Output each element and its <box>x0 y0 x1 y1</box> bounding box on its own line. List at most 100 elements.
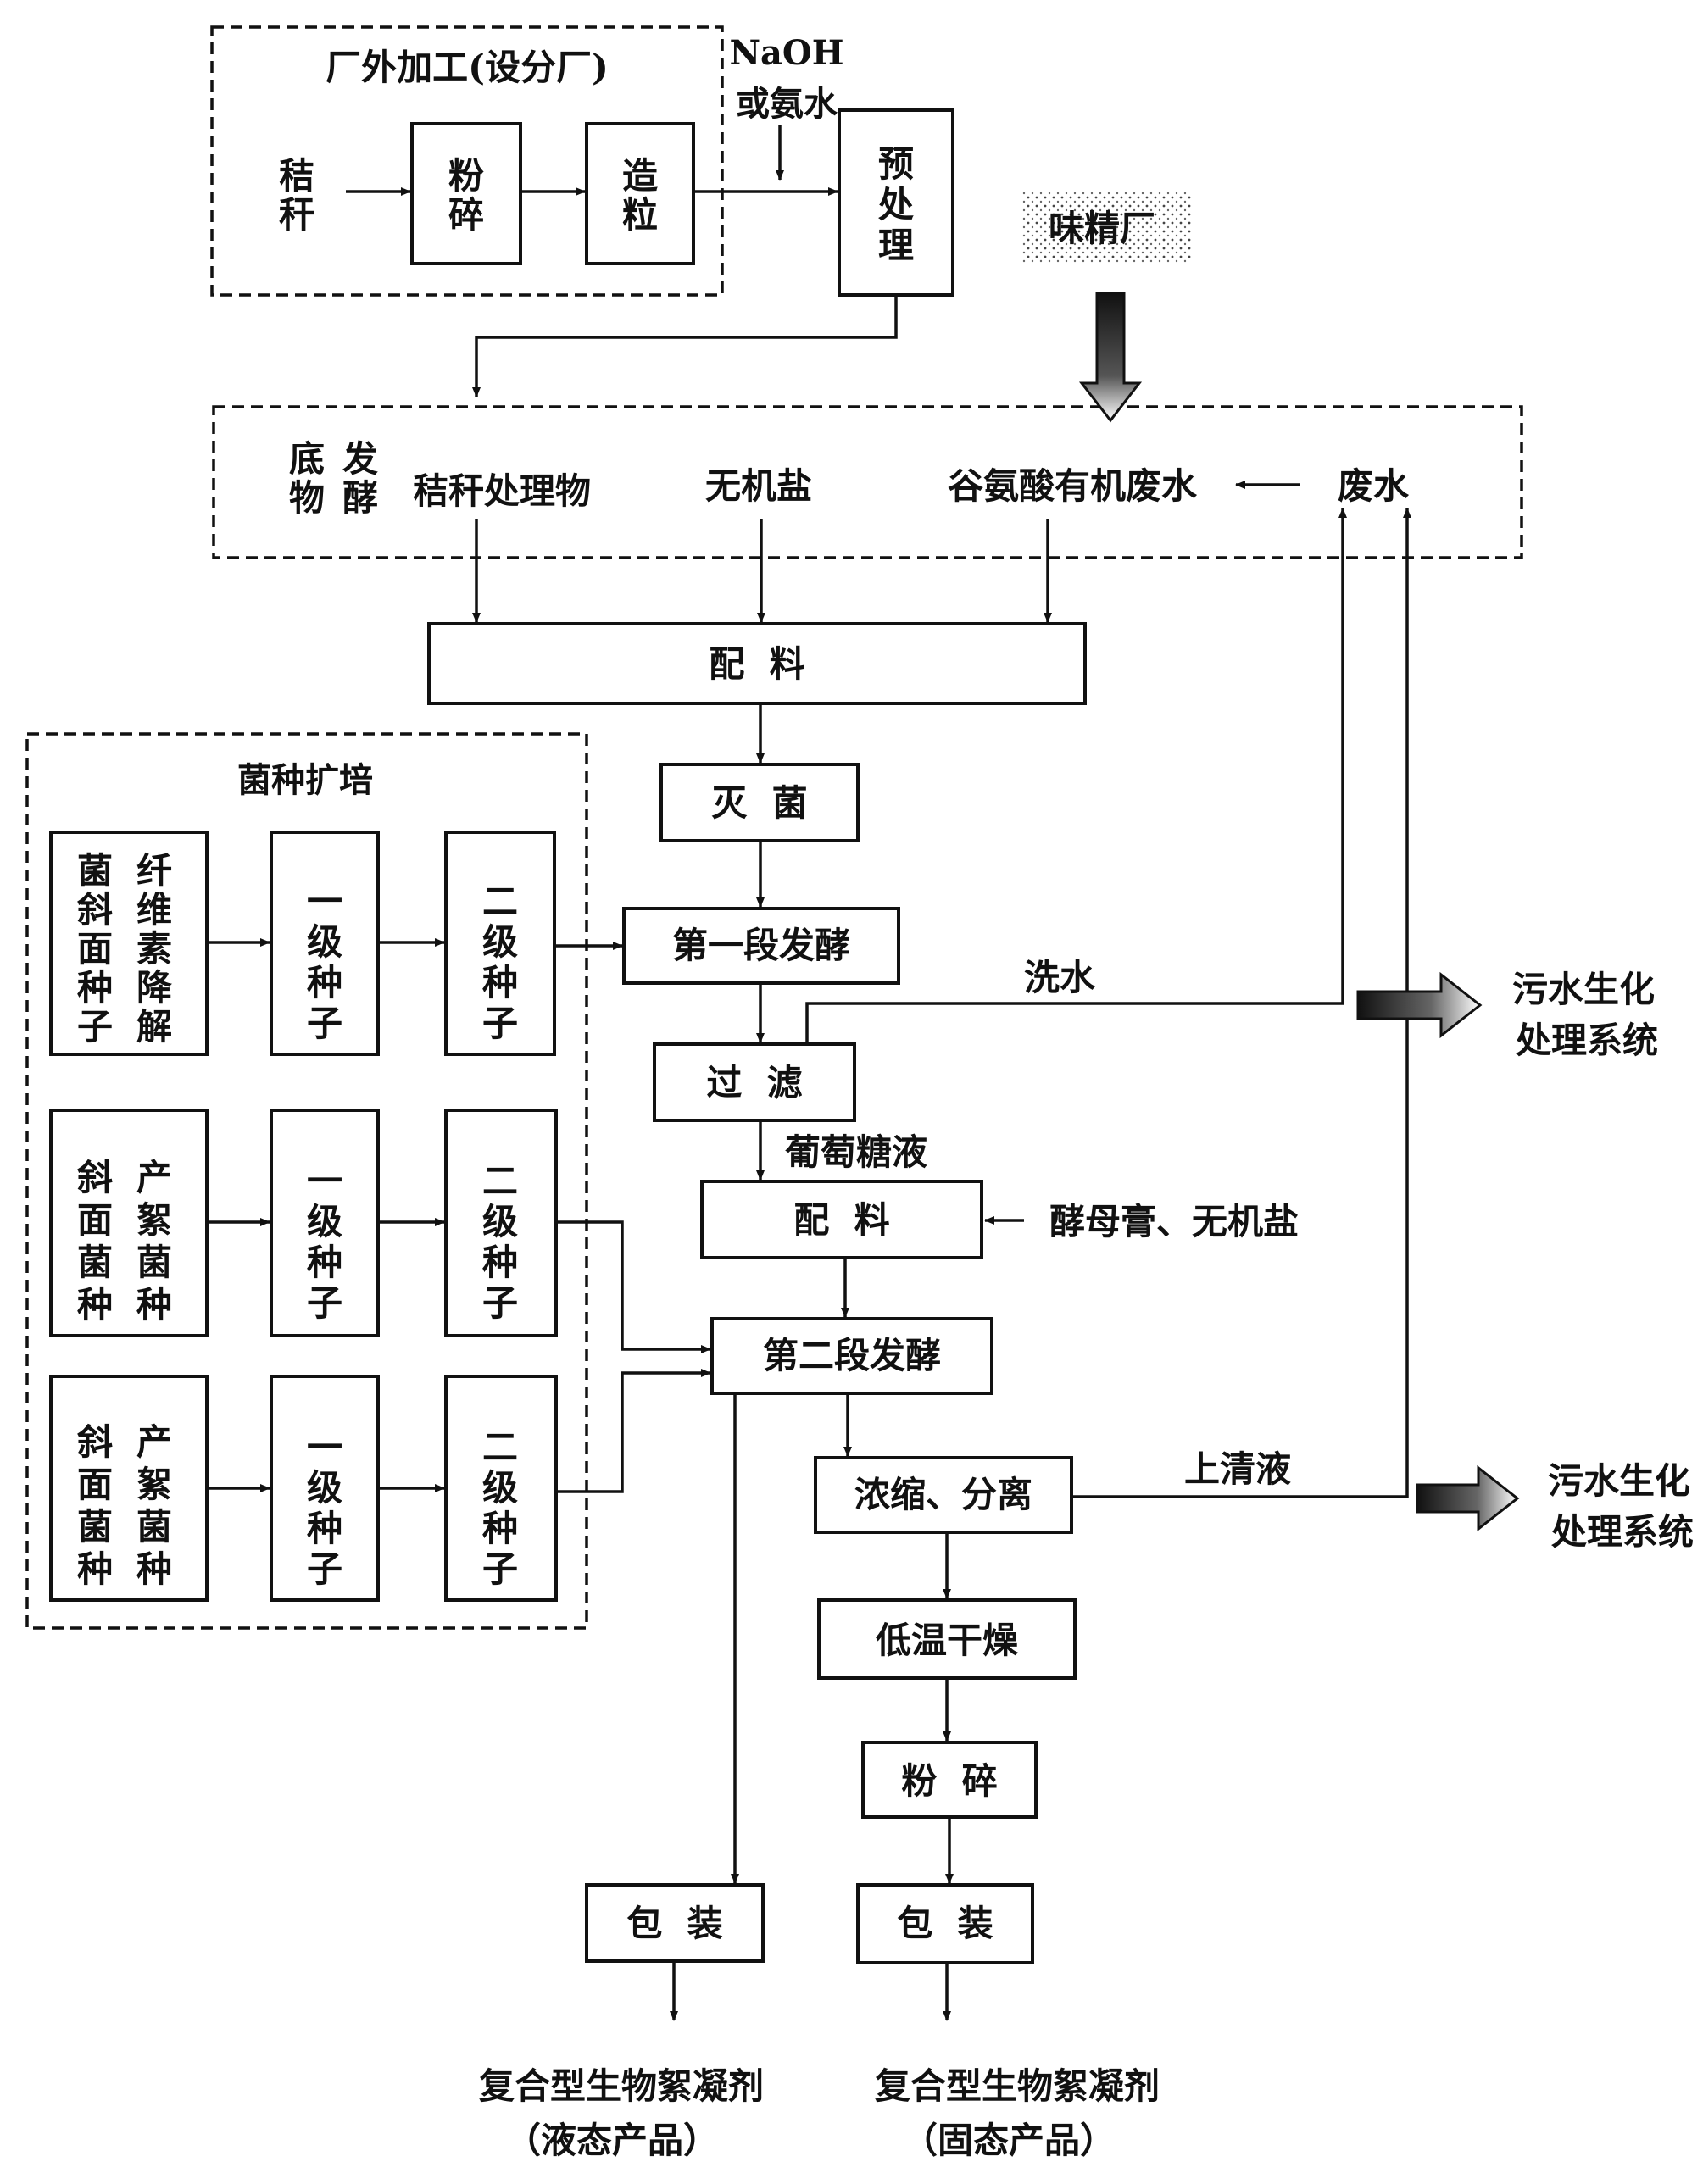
ferment1-box <box>622 907 900 985</box>
msg-factory-thick-arrow <box>1078 292 1143 423</box>
strain-row3-level1-char: 种 <box>307 1508 342 1549</box>
glutamic-wastewater-label: 谷氨酸有机废水 <box>948 465 1198 507</box>
strain-row1-level2-char: 种 <box>482 962 518 1003</box>
liquid-product-label-2: （液态产品） <box>505 2120 719 2161</box>
strain-row2-level2-char: 子 <box>482 1282 518 1324</box>
strain-row3-level1-box <box>270 1375 380 1602</box>
pack-liquid-box-label: 包 装 <box>626 1903 722 1944</box>
inorganic-salt-label: 无机盐 <box>705 465 812 507</box>
strain-row2-level1-box <box>270 1109 380 1337</box>
granulate-box-label-1: 造 <box>622 155 658 197</box>
glucose-liquid-label: 葡萄糖液 <box>785 1131 927 1173</box>
strain-vertical-labels: 菌斜面种子纤维素降解一级种子二级种子斜面菌种产絮菌种一级种子二级种子斜面菌种产絮… <box>77 850 518 1590</box>
sewage-2-label-1: 污水生化 <box>1548 1460 1690 1502</box>
strain-row1-level1-char: 种 <box>307 962 342 1003</box>
concentrate-box <box>814 1456 1073 1534</box>
dry-box-label: 低温干燥 <box>876 1620 1019 1661</box>
wash-water-return-line <box>805 508 1347 1044</box>
strain-row1-level1-char: 子 <box>307 1003 342 1044</box>
batching-box-1-label: 配 料 <box>709 643 804 685</box>
batching-box-2 <box>700 1180 983 1259</box>
strain-row3-type-char: 絮 <box>136 1464 172 1505</box>
straw-treated-label: 秸秆处理物 <box>413 470 591 512</box>
strain-row1-level1-char: 级 <box>307 921 342 963</box>
strain-row3-slant-box <box>49 1375 209 1602</box>
sewage-2-label-2: 处理系统 <box>1551 1511 1694 1553</box>
solid-product-label-2: （固态产品） <box>902 2120 1116 2161</box>
wash-water-label: 洗水 <box>1024 957 1096 998</box>
group-strain-expansion <box>25 732 588 1630</box>
strain-row1-type-char: 解 <box>136 1006 172 1048</box>
arrow-pretreat-to-fermentation <box>472 297 898 397</box>
strain-row1-slant-char: 种 <box>77 967 113 1009</box>
crush-box-1 <box>410 122 522 265</box>
concentrate-box-label: 浓缩、分离 <box>854 1474 1032 1515</box>
pretreat-box <box>838 108 954 297</box>
msg-factory-label: 味精厂 <box>1049 208 1155 249</box>
filter-box <box>653 1042 856 1122</box>
strain-row3-level2-char: 二 <box>482 1426 518 1468</box>
strain-row2-slant-box <box>49 1109 209 1337</box>
strain-row2-type-char: 种 <box>136 1284 172 1325</box>
strain-row3-level1-char: 级 <box>307 1467 342 1509</box>
ferment2-box <box>710 1317 993 1395</box>
solid-product-label-1: 复合型生物絮凝剂 <box>875 2065 1160 2107</box>
straw-label-2: 秆 <box>279 194 314 236</box>
group-outside-processing-title: 厂外加工(设分厂) <box>326 47 609 88</box>
group-outside-processing <box>210 25 724 297</box>
strain-row2-type-char: 絮 <box>136 1199 172 1241</box>
strain-row3-level1-char: 一 <box>307 1426 342 1468</box>
strain-row1-slant-char: 斜 <box>77 889 113 931</box>
strain-row1-level2-char: 级 <box>482 921 518 963</box>
crush-box-1-label-2: 碎 <box>448 194 484 236</box>
group-strain-expansion-title: 菌种扩培 <box>237 760 373 800</box>
strain-row2-level2-box <box>444 1109 558 1337</box>
sewage-1-label-1: 污水生化 <box>1512 969 1655 1010</box>
strain-row3-level2-char: 级 <box>482 1467 518 1509</box>
strain-row2-level2-char: 级 <box>482 1201 518 1242</box>
strain-row3-slant-char: 斜 <box>77 1421 113 1463</box>
pretreat-box-label-2: 处 <box>878 184 914 225</box>
wastewater-label: 废水 <box>1338 465 1410 507</box>
pack-solid-box <box>856 1883 1034 1964</box>
strain-row1-level2-char: 二 <box>482 881 518 922</box>
filter-box-label: 过 滤 <box>706 1062 802 1103</box>
arrow-row3-to-ferment2 <box>558 1369 711 1493</box>
batching-box-2-label: 配 料 <box>793 1199 889 1241</box>
ferment2-box-label: 第二段发酵 <box>763 1335 941 1376</box>
strain-row3-slant-char: 面 <box>77 1464 113 1505</box>
strain-row1-level2-char: 子 <box>482 1003 518 1044</box>
group-substrate-fermentation-label-1: 底 <box>289 438 325 480</box>
supernatant-return-line <box>1073 508 1411 1498</box>
pack-solid-box-label: 包 装 <box>897 1903 993 1944</box>
sterilize-box-label: 灭 菌 <box>711 782 807 824</box>
strain-row2-level1-char: 一 <box>307 1160 342 1202</box>
liquid-product-label-1: 复合型生物絮凝剂 <box>479 2065 764 2107</box>
naoh-label-1: NaOH <box>729 33 843 73</box>
strain-row1-slant-char: 面 <box>77 928 113 970</box>
granulate-box-label-2: 粒 <box>622 194 658 236</box>
strain-row2-level1-char: 级 <box>307 1201 342 1242</box>
strain-row3-type-char: 种 <box>136 1548 172 1590</box>
strain-row1-slant-char: 菌 <box>77 850 113 892</box>
strain-row2-slant-char: 斜 <box>77 1157 113 1198</box>
strain-row3-level2-char: 子 <box>482 1548 518 1590</box>
batching-box-1 <box>427 622 1087 705</box>
crush-box-2-label: 粉 碎 <box>901 1760 997 1802</box>
dry-box <box>817 1598 1077 1680</box>
strain-row2-level1-char: 种 <box>307 1242 342 1283</box>
yeast-salt-label: 酵母膏、无机盐 <box>1049 1201 1299 1242</box>
strain-row2-type-char: 产 <box>136 1157 172 1198</box>
strain-row3-type-char: 菌 <box>136 1506 172 1548</box>
strain-row2-level2-char: 二 <box>482 1160 518 1202</box>
sewage-thick-arrow-2 <box>1416 1464 1520 1532</box>
sewage-thick-arrow-1 <box>1356 971 1483 1039</box>
sewage-1-label-2: 处理系统 <box>1516 1020 1658 1061</box>
strain-row1-slant-char: 子 <box>77 1006 113 1048</box>
group-substrate-fermentation-label-4: 酵 <box>342 477 378 519</box>
crush-box-2 <box>861 1741 1038 1819</box>
straw-label-1: 秸 <box>279 155 314 197</box>
strain-row3-level2-box <box>444 1375 558 1602</box>
strain-row3-level2-char: 种 <box>482 1508 518 1549</box>
